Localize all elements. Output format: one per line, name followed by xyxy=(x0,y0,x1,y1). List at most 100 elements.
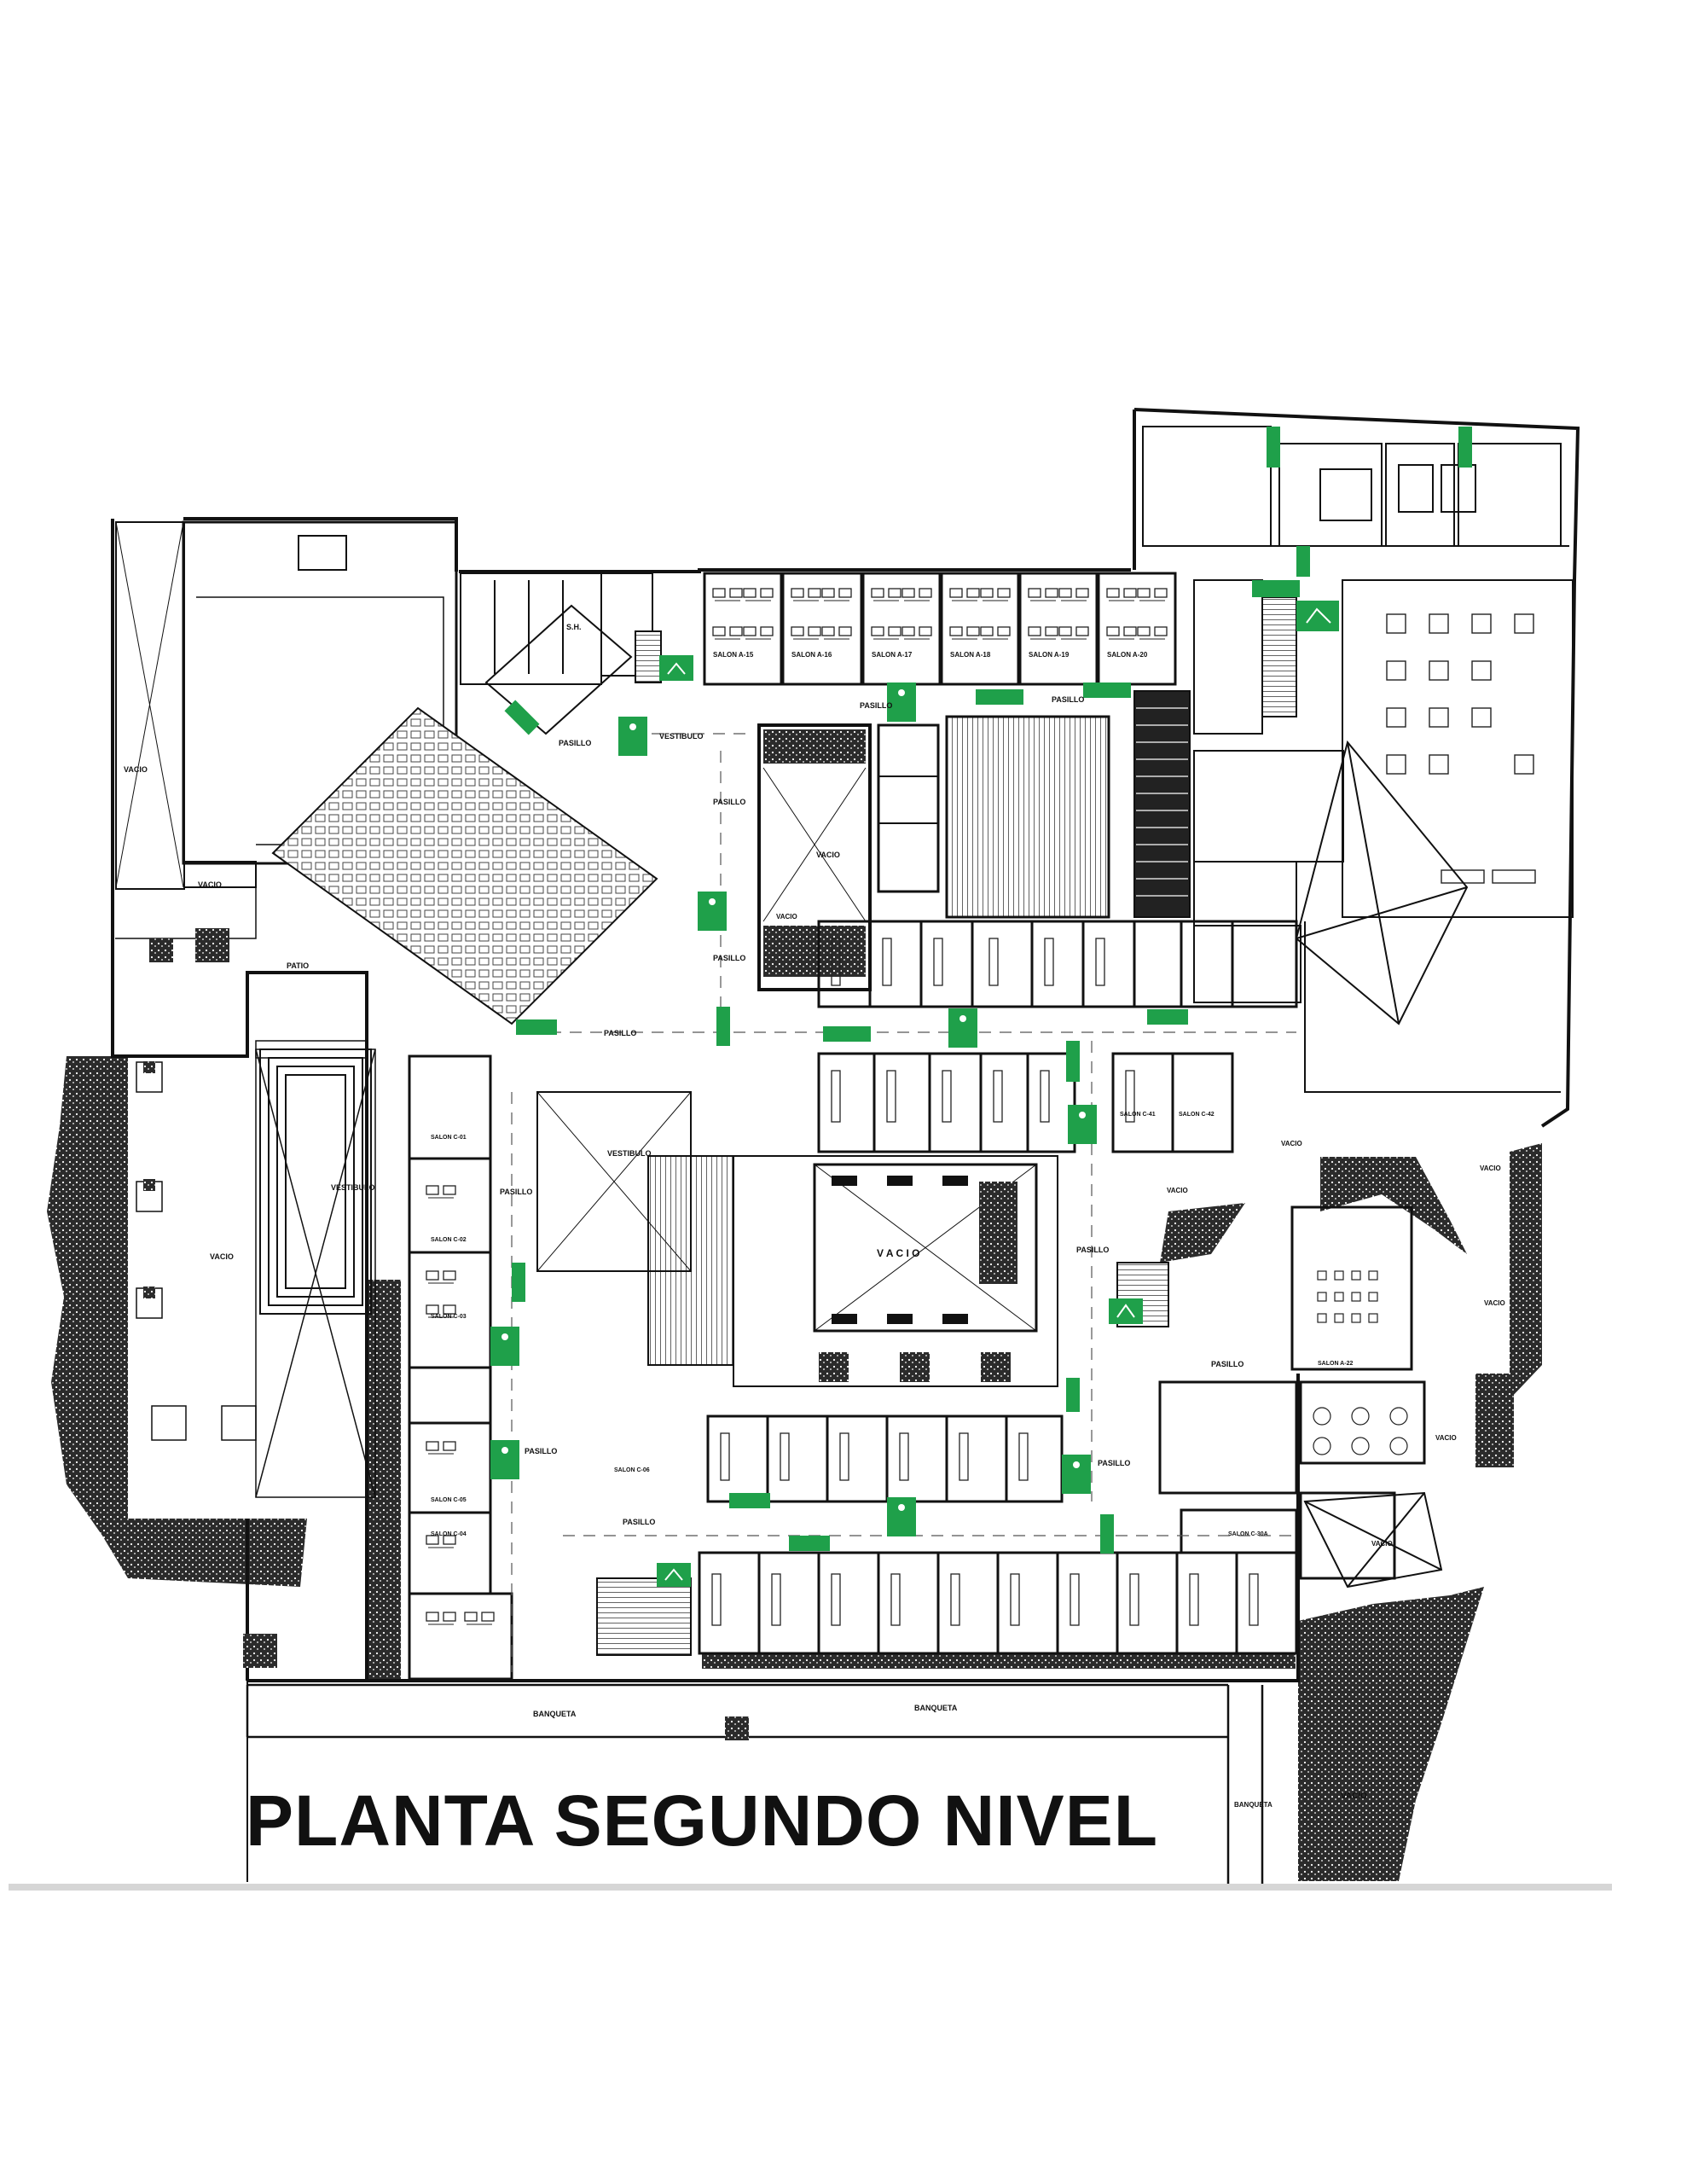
landscape-south-planter xyxy=(702,1653,1296,1669)
label-salon-c05: SALON C-05 xyxy=(431,1497,467,1503)
landscape-southeast xyxy=(1298,1587,1484,1881)
label-sh: S.H. xyxy=(566,623,582,631)
evacuation-arrow-icon xyxy=(1252,580,1300,597)
label-salon-a15: SALON A-15 xyxy=(713,651,754,659)
ne-diagonal-wing xyxy=(1295,740,1561,1093)
stairs-south xyxy=(596,1577,692,1656)
evacuation-arrow-icon xyxy=(1083,682,1131,698)
label-salon-c42: SALON C-42 xyxy=(1179,1112,1215,1118)
label-vacio-e3: VACIO xyxy=(1480,1165,1501,1172)
label-vacio-pit: VACIO xyxy=(776,913,797,921)
evacuation-arrow-icon xyxy=(1100,1514,1114,1554)
ne-study-hall xyxy=(1193,579,1574,918)
label-salon-a16: SALON A-16 xyxy=(791,651,832,659)
evacuation-arrow-icon xyxy=(516,1019,557,1035)
label-vacio-center: VACIO xyxy=(816,851,840,859)
evacuation-arrow-icon xyxy=(1267,427,1280,468)
evacuation-arrow-icon xyxy=(1296,546,1310,577)
evacuation-arrow-icon xyxy=(976,689,1023,705)
assembly-point-icon xyxy=(948,1008,977,1048)
label-vacio-e4: VACIO xyxy=(1484,1299,1505,1307)
label-salon-c41: SALON C-41 xyxy=(1120,1112,1156,1118)
ne-annex xyxy=(1142,426,1569,547)
assembly-point-icon xyxy=(618,717,647,756)
assembly-point-icon xyxy=(887,682,916,722)
restroom-block xyxy=(460,572,653,685)
label-salon-c03: SALON C-03 xyxy=(431,1314,467,1320)
label-salon-a22: SALON A-22 xyxy=(1318,1361,1353,1367)
label-banqueta: BANQUETA xyxy=(914,1704,958,1712)
divider-line xyxy=(9,1884,1612,1891)
assembly-point-icon xyxy=(490,1327,519,1366)
corridors xyxy=(511,733,1296,1672)
label-pasillo: PASILLO xyxy=(713,798,745,806)
label-pasillo: PASILLO xyxy=(1052,695,1084,704)
label-pasillo: PASILLO xyxy=(623,1518,655,1526)
salons-west xyxy=(408,1054,513,1681)
dark-stair xyxy=(1133,690,1191,918)
label-salon-a19: SALON A-19 xyxy=(1029,651,1070,659)
tiered-steps xyxy=(259,1048,372,1315)
label-salon-c04: SALON C-04 xyxy=(431,1531,467,1537)
exit-sign-icon xyxy=(659,655,693,681)
label-salon-c30a: SALON C-30A xyxy=(1228,1531,1268,1537)
plan-title: PLANTA SEGUNDO NIVEL xyxy=(246,1780,1159,1861)
landscape-east-2 xyxy=(1510,1143,1542,1399)
auditorium xyxy=(271,604,658,1025)
central-atrium xyxy=(733,1155,1058,1387)
evacuation-arrow-icon xyxy=(823,1026,871,1042)
salons-a-row xyxy=(703,572,1177,686)
label-vacio-nw: VACIO xyxy=(124,765,148,774)
label-vacio-e5: VACIO xyxy=(1435,1434,1457,1442)
ne-rooms-mid xyxy=(1193,750,1344,1003)
label-vacio-e2: VACIO xyxy=(1167,1187,1188,1194)
landscape-west xyxy=(47,1056,307,1587)
label-pasillo: PASILLO xyxy=(713,954,745,962)
label-patio: PATIO xyxy=(287,961,309,970)
elevators xyxy=(877,723,940,893)
landscape-mid xyxy=(1160,1203,1245,1263)
label-salon-a17: SALON A-17 xyxy=(872,651,913,659)
exit-sign-icon xyxy=(1109,1298,1143,1324)
label-vacio-se: VACIO xyxy=(1341,1792,1367,1801)
evacuation-arrow-icon xyxy=(1066,1041,1080,1082)
central-void-north xyxy=(757,723,872,991)
label-pasillo: PASILLO xyxy=(860,701,892,710)
east-seating xyxy=(1313,1270,1408,1455)
label-vacio-e1: VACIO xyxy=(1281,1140,1302,1147)
evacuation-arrow-icon xyxy=(1066,1378,1080,1412)
salons-mid-lower xyxy=(817,1052,1234,1153)
label-vacio-left: VACIO xyxy=(210,1252,234,1261)
label-pasillo: PASILLO xyxy=(525,1447,557,1455)
evacuation-arrow-icon xyxy=(1147,1009,1188,1025)
planter-sw xyxy=(143,928,749,1740)
label-pasillo: PASILLO xyxy=(604,1029,636,1037)
salon-mid-desks xyxy=(831,938,1135,1123)
label-salon-c06: SALON C-06 xyxy=(614,1467,650,1473)
stairs-north xyxy=(635,630,662,683)
assembly-point-icon xyxy=(698,892,727,931)
grand-stair xyxy=(945,715,1110,919)
label-pasillo: PASILLO xyxy=(1076,1246,1109,1254)
label-pasillo: PASILLO xyxy=(559,739,591,747)
landscape-east-3 xyxy=(1475,1374,1514,1467)
label-salon-c01: SALON C-01 xyxy=(431,1135,467,1141)
evacuation-arrow-icon xyxy=(716,1007,730,1046)
vestibulo-central xyxy=(536,1091,692,1272)
label-pasillo: PASILLO xyxy=(1211,1360,1244,1368)
landscape-east-1 xyxy=(1320,1157,1467,1254)
east-wing xyxy=(1158,1205,1426,1580)
exit-sign-icon xyxy=(657,1563,691,1587)
label-vacio-atrium: V A C I O xyxy=(877,1247,919,1259)
ne-tables xyxy=(1386,613,1536,884)
label-vestibulo-c: VESTIBULO xyxy=(607,1149,652,1158)
label-pasillo: PASILLO xyxy=(1098,1459,1130,1467)
label-vestibulo-n: VESTIBULO xyxy=(659,732,704,741)
salons-south-upper xyxy=(706,1414,1064,1503)
label-salon-a20: SALON A-20 xyxy=(1107,651,1148,659)
evacuation-arrow-icon xyxy=(504,700,540,735)
label-vacio-sm: VACIO xyxy=(1371,1540,1393,1548)
evacuation-arrow-icon xyxy=(512,1263,525,1302)
west-patio xyxy=(136,1040,376,1498)
